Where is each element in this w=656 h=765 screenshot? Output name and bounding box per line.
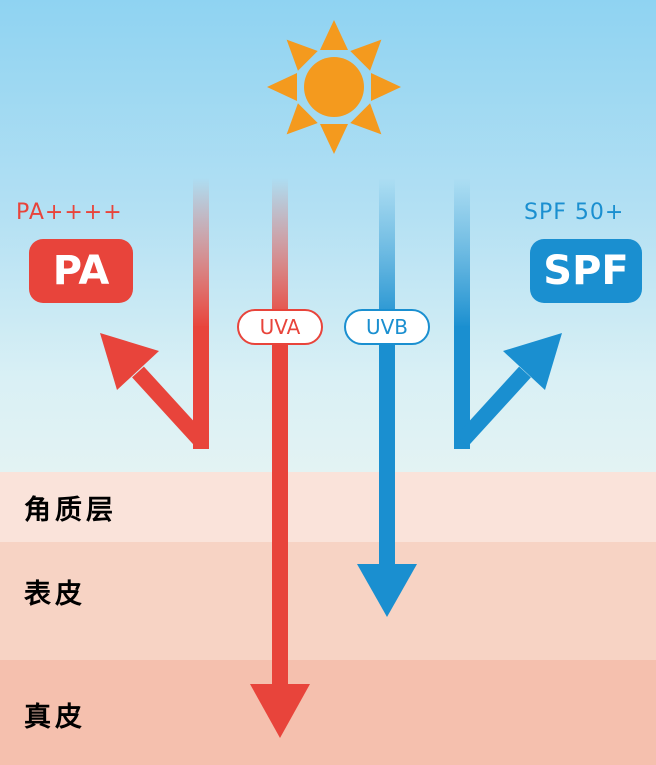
stratum-corneum-layer <box>0 472 656 542</box>
sun-icon <box>267 20 401 154</box>
uva-label: UVA <box>237 309 323 345</box>
epidermis-layer <box>0 542 656 660</box>
stratum-corneum-label: 角质层 <box>24 495 117 526</box>
epidermis-label: 表皮 <box>24 579 86 610</box>
spf-badge: SPF <box>530 239 642 303</box>
uvb-ray <box>357 178 417 617</box>
dermis-label: 真皮 <box>24 702 86 733</box>
uva-ray <box>250 178 310 738</box>
dermis-layer <box>0 660 656 765</box>
pa-rating-text: PA++++ <box>16 200 123 225</box>
pa-reflected-ray <box>100 178 209 449</box>
uvb-label: UVB <box>344 309 430 345</box>
spf-rating-text: SPF 50+ <box>524 200 625 225</box>
pa-badge: PA <box>29 239 133 303</box>
spf-reflected-ray <box>454 178 562 449</box>
